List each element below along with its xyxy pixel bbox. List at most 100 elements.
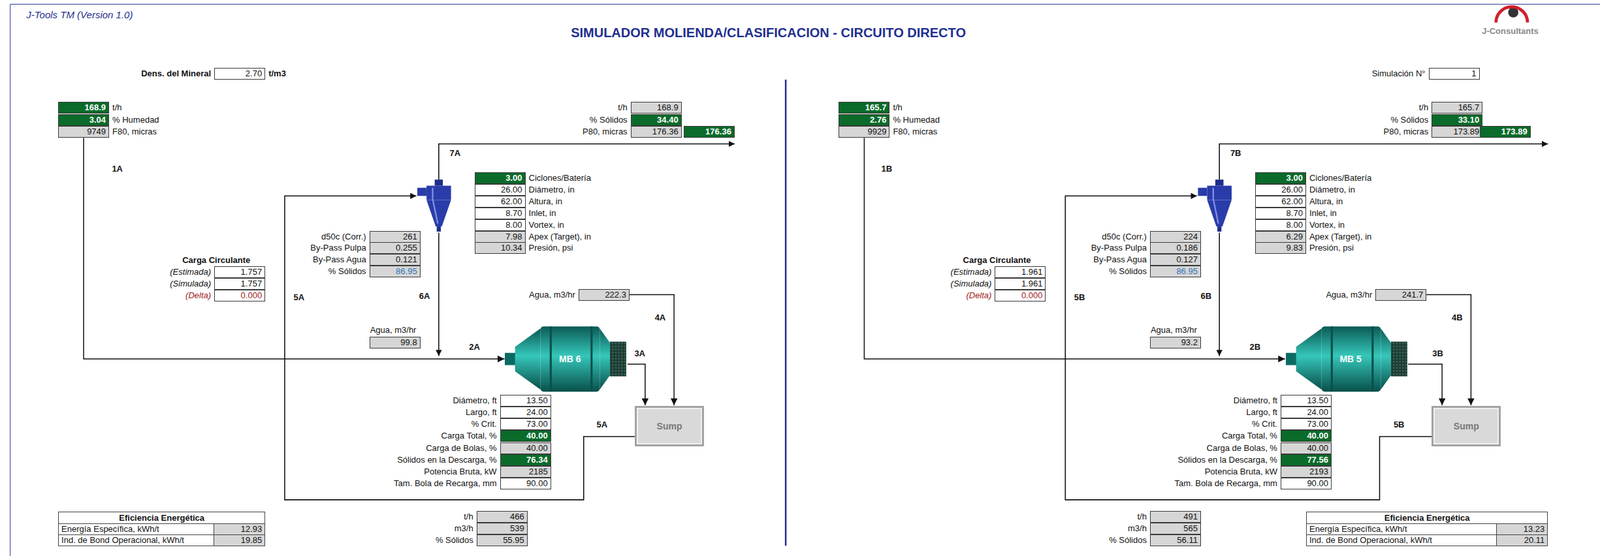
value-cell: 173.89	[1479, 126, 1531, 138]
value-text: 3.00	[1286, 173, 1303, 183]
value-text: 40.00	[1306, 431, 1329, 441]
value-cell: 165.7t/h	[1431, 101, 1483, 114]
value-cell: 0.000(Delta)	[994, 289, 1046, 302]
table-heading: Eficiencia Energética	[58, 512, 265, 524]
field-label: t/h	[617, 102, 627, 113]
value-cell: 168.9t/h	[58, 101, 110, 114]
value-text: 8.70	[505, 208, 522, 219]
value-text: 3.04	[89, 114, 106, 125]
stream-label: 6B	[1200, 291, 1213, 302]
value-text: 9.83	[1286, 242, 1303, 253]
field-label: Vortex, in	[1309, 220, 1345, 231]
value-cell: 24.00Largo, ft	[1280, 406, 1332, 419]
field-label: Inlet, in	[1309, 208, 1337, 219]
field-label: Energía Específica, kWh/t	[1309, 524, 1408, 535]
value-text: 176.36	[705, 126, 732, 137]
value-text: 24.00	[526, 407, 548, 418]
value-text: 0.127	[1176, 254, 1198, 265]
value-cell: 40.00Carga de Bolas, %	[1280, 442, 1332, 455]
cyclone-symbol	[417, 179, 452, 232]
field-label: Ciclones/Batería	[528, 173, 592, 184]
table-row: 13.23 Energía Específica, kWh/t	[1306, 523, 1548, 535]
field-label: Simulación N°	[1372, 68, 1426, 80]
version-note: J-Tools TM (Version 1.0)	[26, 8, 133, 20]
field-label: Carga Total, %	[1221, 431, 1278, 442]
page-frame	[10, 3, 1600, 556]
value-text: 56.11	[1176, 535, 1198, 546]
value-text: 76.34	[526, 455, 548, 465]
field-label: Agua, m3/hr	[1325, 289, 1373, 301]
value-cell: 6.29Apex (Target), in	[1255, 231, 1307, 243]
stream-label: 2B	[1249, 342, 1262, 352]
divider-line	[784, 79, 787, 546]
value-cell: 10.34Presión, psi	[474, 242, 526, 255]
stream-label: 5B	[1393, 419, 1405, 430]
value-cell: 168.9t/h	[630, 101, 682, 114]
stream-label: 3B	[1432, 348, 1444, 358]
value-text: 13.23	[1496, 524, 1548, 535]
value-cell: 26.00Diámetro, in	[1255, 184, 1307, 196]
table-row: 19.85Ind. de Bond Operacional, kWh/t	[58, 534, 265, 546]
value-cell: 165.7t/h	[838, 101, 890, 114]
value-text: 1.757	[240, 278, 263, 289]
value-cell: 0.186By-Pass Pulpa	[1150, 242, 1201, 255]
sump-name: Sump	[1453, 421, 1480, 432]
value-cell: 13.50Diámetro, ft	[1280, 395, 1332, 407]
value-text: 1.961	[1021, 278, 1043, 289]
field-label: (Delta)	[185, 290, 211, 302]
value-text: 13.50	[526, 395, 548, 406]
value-text: 93.2	[1181, 337, 1198, 348]
field-label: Diámetro, in	[1309, 184, 1356, 196]
value-text: 40.00	[1306, 443, 1329, 454]
value-text: 20.11	[1496, 535, 1548, 546]
value-cell: 3.00Ciclones/Batería	[1255, 172, 1307, 185]
field-label: (Simulada)	[950, 278, 992, 290]
stream-label: 3A	[634, 348, 646, 358]
value-cell: 241.7Agua, m3/hr	[1375, 289, 1427, 302]
value-cell: 0.121By-Pass Agua	[369, 254, 421, 266]
value-text: 8.70	[1286, 208, 1303, 219]
value-cell: 0.127By-Pass Agua	[1150, 254, 1201, 266]
flow-connector	[627, 364, 646, 406]
value-cell: 86.95% Sólidos	[369, 265, 421, 278]
value-cell: 34.40% Sólidos	[630, 114, 682, 127]
stream-label: 7A	[449, 148, 462, 159]
value-text: 1.757	[240, 267, 263, 277]
stream-label: 5B	[1074, 291, 1086, 302]
value-cell: 565m3/h	[1150, 523, 1201, 535]
field-label: d50c (Corr.)	[1101, 231, 1147, 243]
value-cell: 8.00Vortex, in	[474, 219, 526, 232]
value-text: 168.9	[84, 102, 107, 113]
value-cell: 0.000(Delta)	[214, 289, 266, 302]
value-cell: 1.961(Estimada)	[994, 266, 1046, 279]
value-text: 165.7	[865, 102, 887, 113]
value-cell: 2185Potencia Bruta, kW	[500, 466, 552, 479]
stream-label: 5A	[293, 291, 305, 302]
logo-swoosh	[1496, 6, 1528, 23]
value-text: 26.00	[1281, 184, 1303, 195]
value-cell: 40.00Carga de Bolas, %	[500, 442, 552, 455]
stream-label: 6A	[419, 291, 431, 302]
value-cell: 2.70Dens. del Mineralt/m3	[214, 67, 266, 80]
value-text: 62.00	[500, 196, 523, 207]
flow-connector	[629, 295, 674, 406]
field-label: t/h	[892, 102, 902, 113]
underflow-line	[1218, 232, 1220, 356]
stream-label: 1B	[881, 163, 893, 174]
value-text: 62.00	[1281, 196, 1303, 207]
field-label: % Humedad	[892, 114, 940, 126]
value-text: 1.961	[1021, 267, 1043, 277]
field-label: t/h	[463, 512, 473, 523]
field-label: Tam. Bola de Recarga, mm	[1174, 478, 1278, 490]
value-cell: 539m3/h	[476, 523, 528, 535]
value-cell: 9749F80, micras	[58, 126, 110, 138]
value-cell: 1Simulación N°	[1428, 67, 1480, 80]
value-cell: 1.757(Simulada)	[214, 278, 266, 290]
field-label: Agua, m3/hr	[370, 325, 417, 336]
value-text: 222.3	[604, 289, 627, 300]
field-label: (Estimada)	[950, 267, 992, 278]
value-cell: 9929F80, micras	[838, 126, 890, 138]
value-text: 173.89	[1501, 126, 1528, 137]
field-label: Altura, in	[1309, 196, 1343, 208]
